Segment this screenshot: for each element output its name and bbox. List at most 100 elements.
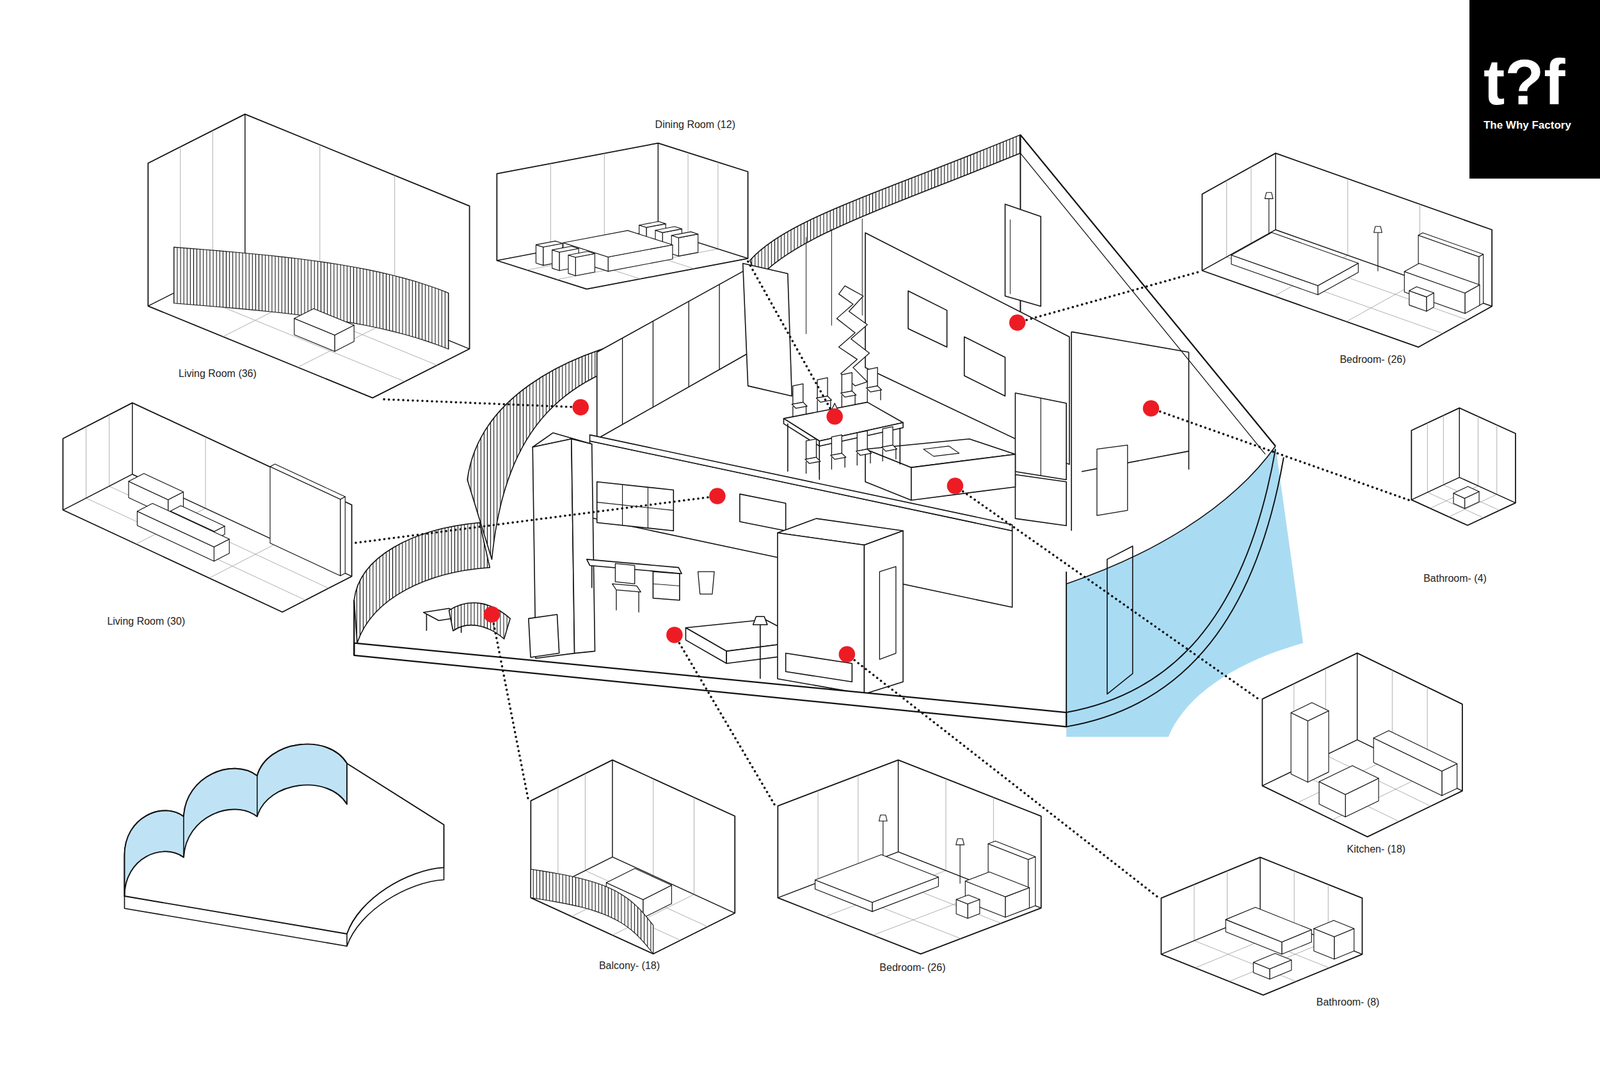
location-dot (666, 626, 683, 644)
chair (638, 592, 639, 613)
room-edge (63, 474, 133, 511)
chair (869, 453, 871, 464)
room-drawing (147, 114, 470, 399)
location-dots (483, 314, 1160, 663)
furniture (552, 249, 560, 271)
room-outline (496, 142, 748, 289)
room-edge (132, 403, 134, 475)
room-label: Living Room (36) (178, 367, 257, 380)
lounge-chair (449, 602, 511, 639)
furniture (563, 230, 673, 257)
chair (882, 426, 893, 448)
wall-grid (857, 775, 859, 868)
dining-table (818, 446, 820, 480)
window-mullion (622, 337, 623, 425)
chair (895, 449, 896, 460)
glass-facade (1066, 446, 1276, 584)
wardrobe (571, 439, 596, 654)
furniture (552, 245, 579, 252)
room-vignette-box: Dining Room (12) (492, 114, 752, 294)
floor-lamp (753, 616, 768, 625)
leader-line (748, 261, 836, 416)
furniture (1290, 712, 1308, 783)
room-edge (244, 114, 246, 258)
outer-wall (1065, 571, 1067, 727)
door-frame (1004, 204, 1041, 306)
wall-grid (557, 787, 559, 884)
wall-grid (1347, 178, 1348, 256)
logo-name: The Why Factory (1483, 119, 1572, 132)
chair (805, 461, 807, 474)
wall-grid (817, 791, 818, 883)
massing-model (124, 744, 445, 934)
chair (841, 394, 843, 408)
bathroom-box (777, 532, 865, 694)
room-drawing (777, 760, 1041, 955)
wall-grid (584, 773, 586, 871)
window-mullion (805, 236, 807, 334)
chair (831, 456, 832, 470)
location-dot (483, 606, 501, 623)
desk-drawers (652, 583, 680, 586)
interior-wall (1071, 331, 1189, 352)
wall-grid (1477, 416, 1479, 486)
picture-frame (964, 336, 1006, 396)
room-drawing (1160, 856, 1362, 995)
window-mullion (718, 284, 720, 370)
massing-model (124, 867, 445, 946)
furniture (1225, 906, 1312, 942)
chair (840, 391, 857, 398)
room-outline (777, 760, 1041, 955)
window-mullion (688, 301, 690, 388)
wall-grid (205, 437, 207, 509)
chair (867, 389, 868, 402)
door-frame (879, 566, 896, 660)
chair (880, 389, 881, 400)
leader-line (1017, 271, 1200, 323)
furniture (340, 496, 346, 576)
desk-hutch (622, 485, 623, 527)
room-vignette (773, 755, 1046, 959)
wall-grid (604, 152, 605, 240)
room-vignette (526, 755, 740, 959)
chair (866, 385, 882, 393)
room-vignette-box: Living Room (30) (58, 398, 356, 630)
wall-grid (1442, 415, 1444, 485)
location-dot (709, 487, 726, 505)
desk-hutch (647, 487, 649, 528)
chair (816, 396, 832, 403)
room-edge (1411, 477, 1460, 500)
room-vignette (1157, 853, 1367, 1000)
interior-wall (1070, 331, 1072, 531)
wardrobe (1015, 392, 1067, 480)
desk-drawers (652, 571, 680, 601)
location-dot (1143, 400, 1160, 417)
wall-grid (1427, 423, 1428, 493)
logo-box: t?fThe Why Factory (1469, 0, 1600, 179)
room-drawing (530, 760, 735, 955)
wall-grid (109, 414, 111, 487)
furniture (1313, 920, 1355, 937)
massing-model (183, 816, 185, 858)
leader-line (379, 399, 581, 408)
kitchen-counter (911, 454, 1016, 501)
room-vignette (144, 110, 474, 402)
room-vignette (1198, 149, 1497, 352)
chair (819, 461, 820, 472)
room-drawing (1201, 152, 1492, 347)
kitchen-sink (923, 446, 960, 457)
room-label: Living Room (30) (106, 615, 185, 628)
interior-wall (1188, 352, 1190, 470)
furniture (270, 464, 345, 500)
furniture (956, 895, 980, 905)
wall-grid (945, 778, 946, 871)
room-label: Bathroom- (8) (1316, 995, 1380, 1008)
room-outline (147, 114, 470, 399)
wall-grid (1496, 424, 1497, 495)
room-edge (657, 142, 659, 230)
floor-lamp (1373, 225, 1382, 233)
dining-table (899, 427, 901, 464)
massing-glass (124, 744, 348, 896)
furniture (1253, 952, 1292, 969)
